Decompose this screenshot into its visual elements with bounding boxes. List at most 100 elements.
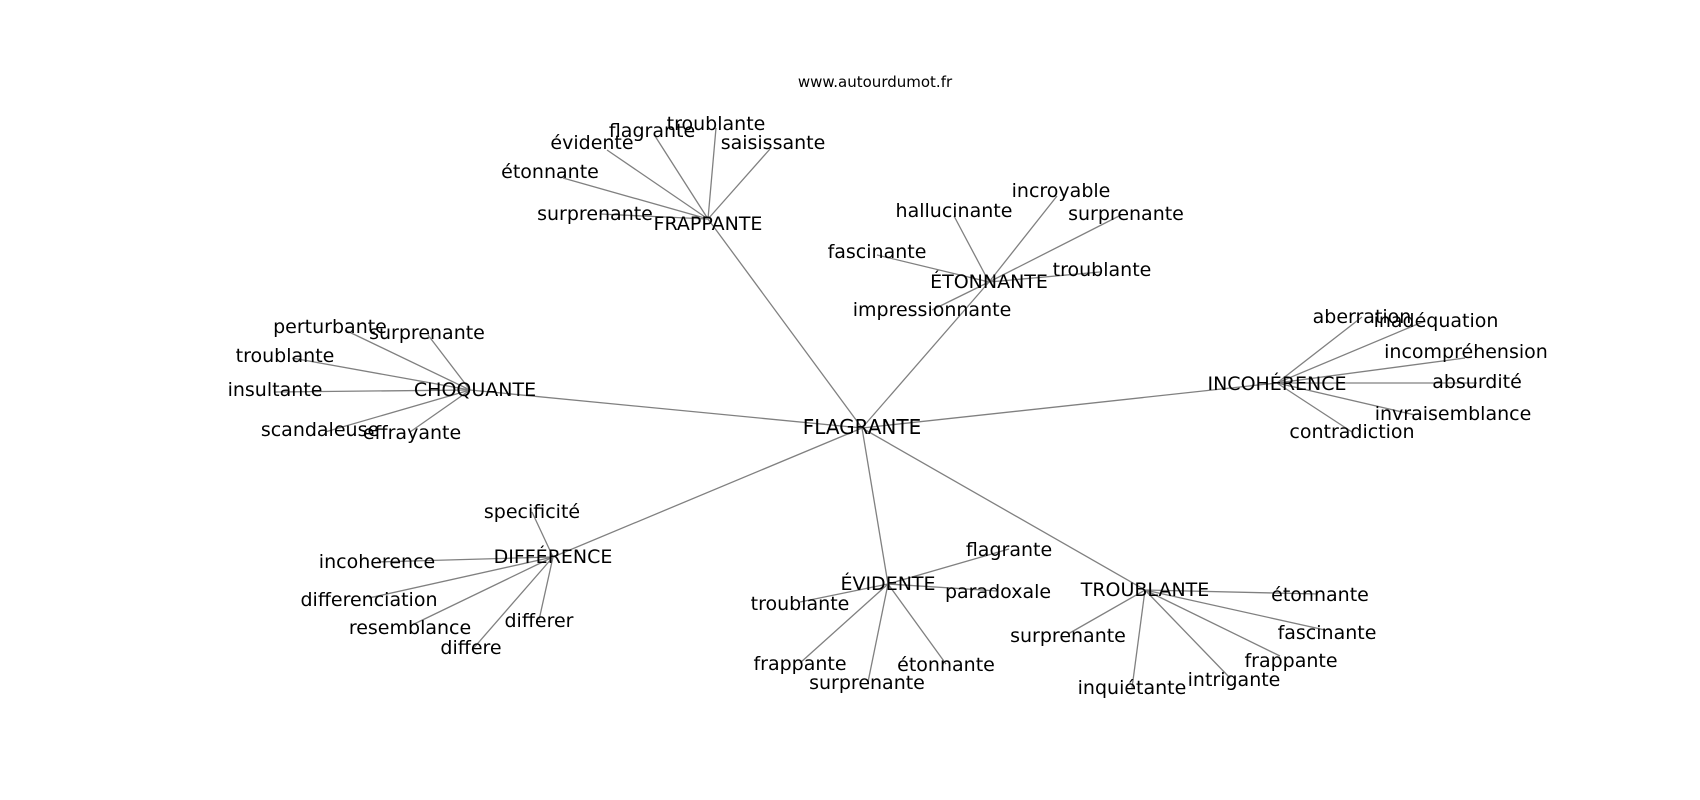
- leaf-word-incoherence-inadequation[interactable]: inadéquation: [1374, 310, 1499, 332]
- leaf-word-difference-resemblance[interactable]: resemblance: [349, 617, 471, 639]
- leaf-word-incoherence-aberration[interactable]: aberration: [1313, 306, 1412, 328]
- hub-word-troublante[interactable]: TROUBLANTE: [1080, 579, 1210, 601]
- leaf-word-evidente-paradoxale[interactable]: paradoxale: [945, 581, 1051, 603]
- edges-layer: [274, 127, 1477, 689]
- leaf-word-incoherence-invraisemblance[interactable]: invraisemblance: [1375, 403, 1532, 425]
- leaf-word-choquante-effrayante[interactable]: effrayante: [363, 422, 461, 444]
- leaf-word-evidente-surprenante[interactable]: surprenante: [809, 672, 925, 694]
- leaf-word-troublante-inquietante[interactable]: inquiétante: [1078, 677, 1187, 699]
- edge-difference-resemblance: [409, 556, 554, 627]
- edge-frappante-troublante: [707, 127, 717, 220]
- edge-center-choquante: [469, 389, 863, 429]
- leaf-word-difference-differe[interactable]: differe: [440, 637, 501, 659]
- leaf-word-troublante-fascinante[interactable]: fascinante: [1278, 622, 1377, 644]
- edge-evidente-etonnante: [887, 583, 947, 665]
- source-label: www.autourdumot.fr: [798, 73, 953, 91]
- leaf-word-difference-incoherence[interactable]: incoherence: [319, 551, 435, 573]
- edge-center-troublante: [861, 427, 1146, 591]
- hub-word-difference[interactable]: DIFFÉRENCE: [494, 545, 613, 568]
- edge-frappante-etonnante: [562, 177, 709, 220]
- edge-incoherence-contradiction: [1276, 382, 1353, 433]
- edge-etonnante-fascinante: [876, 254, 990, 283]
- leaf-word-difference-differer[interactable]: differer: [504, 610, 573, 632]
- hub-word-incoherence[interactable]: INCOHÉRENCE: [1207, 372, 1346, 395]
- edge-evidente-flagrante: [887, 548, 1010, 585]
- labels-layer: www.autourdumot.fr FLAGRANTE étonnante év…: [228, 73, 1548, 699]
- edge-choquante-perturbante: [344, 329, 471, 391]
- edge-frappante-surprenante: [599, 213, 709, 220]
- edge-evidente-paradoxale: [887, 583, 999, 592]
- leaf-word-etonnante-impressionnante[interactable]: impressionnante: [853, 299, 1012, 321]
- edge-difference-differer: [538, 556, 554, 621]
- hub-word-frappante[interactable]: FRAPPANTE: [654, 213, 763, 235]
- leaf-word-difference-specificite[interactable]: specificité: [484, 501, 580, 523]
- edge-center-etonnante: [861, 281, 990, 429]
- leaf-word-incoherence-absurdite[interactable]: absurdité: [1432, 371, 1522, 393]
- leaf-word-troublante-surprenante[interactable]: surprenante: [1010, 625, 1126, 647]
- leaf-word-choquante-surprenante[interactable]: surprenante: [369, 322, 485, 344]
- hub-word-choquante[interactable]: CHOQUANTE: [414, 379, 536, 401]
- edge-troublante-frappante: [1144, 589, 1281, 657]
- edge-troublante-etonnante: [1144, 589, 1319, 595]
- leaf-word-evidente-frappante[interactable]: frappante: [753, 653, 846, 675]
- edge-troublante-inquietante: [1131, 589, 1146, 689]
- leaf-word-etonnante-troublante[interactable]: troublante: [1053, 259, 1152, 281]
- leaf-word-incoherence-contradiction[interactable]: contradiction: [1289, 421, 1414, 443]
- edge-choquante-scandaleuse: [324, 389, 471, 433]
- edge-incoherence-invraisemblance: [1276, 382, 1416, 416]
- edge-difference-differe: [471, 556, 554, 651]
- edge-troublante-fascinante: [1144, 589, 1326, 631]
- edge-troublante-intrigante: [1144, 589, 1231, 679]
- leaf-word-evidente-etonnante[interactable]: étonnante: [897, 654, 995, 676]
- edge-center-incoherence: [861, 382, 1278, 429]
- edge-frappante-saisissante: [707, 148, 771, 220]
- edge-etonnante-hallucinante: [953, 215, 990, 283]
- leaf-word-evidente-flagrante[interactable]: flagrante: [966, 539, 1052, 561]
- leaf-word-incoherence-incomprehension[interactable]: incompréhension: [1384, 341, 1548, 363]
- edge-choquante-insultante: [274, 389, 471, 393]
- leaf-word-etonnante-hallucinante[interactable]: hallucinante: [896, 200, 1013, 222]
- leaf-word-etonnante-surprenante[interactable]: surprenante: [1068, 203, 1184, 225]
- edge-choquante-surprenante: [427, 334, 471, 391]
- leaf-word-difference-differenciation[interactable]: differenciation: [300, 589, 437, 611]
- edge-incoherence-inadequation: [1276, 320, 1426, 384]
- leaf-word-frappante-etonnante[interactable]: étonnante: [501, 161, 599, 183]
- edge-incoherence-incomprehension: [1276, 357, 1466, 384]
- leaf-word-frappante-flagrante[interactable]: flagrante: [609, 120, 695, 142]
- edge-difference-incoherence: [376, 556, 554, 563]
- edge-incoherence-aberration: [1276, 316, 1363, 384]
- edge-etonnante-impressionnante: [931, 281, 990, 311]
- edge-etonnante-troublante: [988, 271, 1101, 283]
- leaf-word-frappante-evidente[interactable]: évidente: [550, 132, 633, 154]
- edge-center-evidente: [861, 427, 889, 585]
- edge-frappante-evidente: [606, 149, 709, 220]
- leaf-word-choquante-insultante[interactable]: insultante: [228, 379, 323, 401]
- leaf-word-choquante-perturbante[interactable]: perturbante: [273, 316, 387, 338]
- leaf-word-etonnante-incroyable[interactable]: incroyable: [1012, 180, 1111, 202]
- leaf-word-frappante-saisissante[interactable]: saisissante: [721, 132, 826, 154]
- edge-evidente-troublante: [799, 583, 889, 603]
- leaf-word-troublante-intrigante[interactable]: intrigante: [1188, 669, 1281, 691]
- edge-etonnante-surprenante: [988, 214, 1122, 283]
- hub-word-etonnante[interactable]: ÉTONNANTE: [930, 270, 1048, 293]
- hub-word-evidente[interactable]: ÉVIDENTE: [840, 572, 935, 595]
- center-word: FLAGRANTE: [803, 415, 922, 439]
- leaf-word-troublante-etonnante[interactable]: étonnante: [1271, 584, 1369, 606]
- leaf-word-frappante-troublante[interactable]: troublante: [667, 113, 766, 135]
- edge-difference-differenciation: [368, 556, 554, 599]
- edge-etonnante-incroyable: [988, 195, 1058, 283]
- edge-difference-specificite: [531, 511, 554, 558]
- edge-frappante-flagrante: [654, 135, 709, 220]
- leaf-word-troublante-frappante[interactable]: frappante: [1244, 650, 1337, 672]
- edge-choquante-effrayante: [409, 389, 471, 433]
- leaf-word-choquante-scandaleuse[interactable]: scandaleuse: [261, 419, 379, 441]
- leaf-word-evidente-troublante[interactable]: troublante: [751, 593, 850, 615]
- edge-choquante-troublante: [291, 357, 471, 391]
- edge-evidente-surprenante: [867, 583, 889, 683]
- leaf-word-choquante-troublante[interactable]: troublante: [236, 345, 335, 367]
- leaf-word-etonnante-fascinante[interactable]: fascinante: [828, 241, 927, 263]
- leaf-word-frappante-surprenante[interactable]: surprenante: [537, 203, 653, 225]
- edge-troublante-surprenante: [1067, 589, 1146, 635]
- edge-center-difference: [552, 427, 863, 558]
